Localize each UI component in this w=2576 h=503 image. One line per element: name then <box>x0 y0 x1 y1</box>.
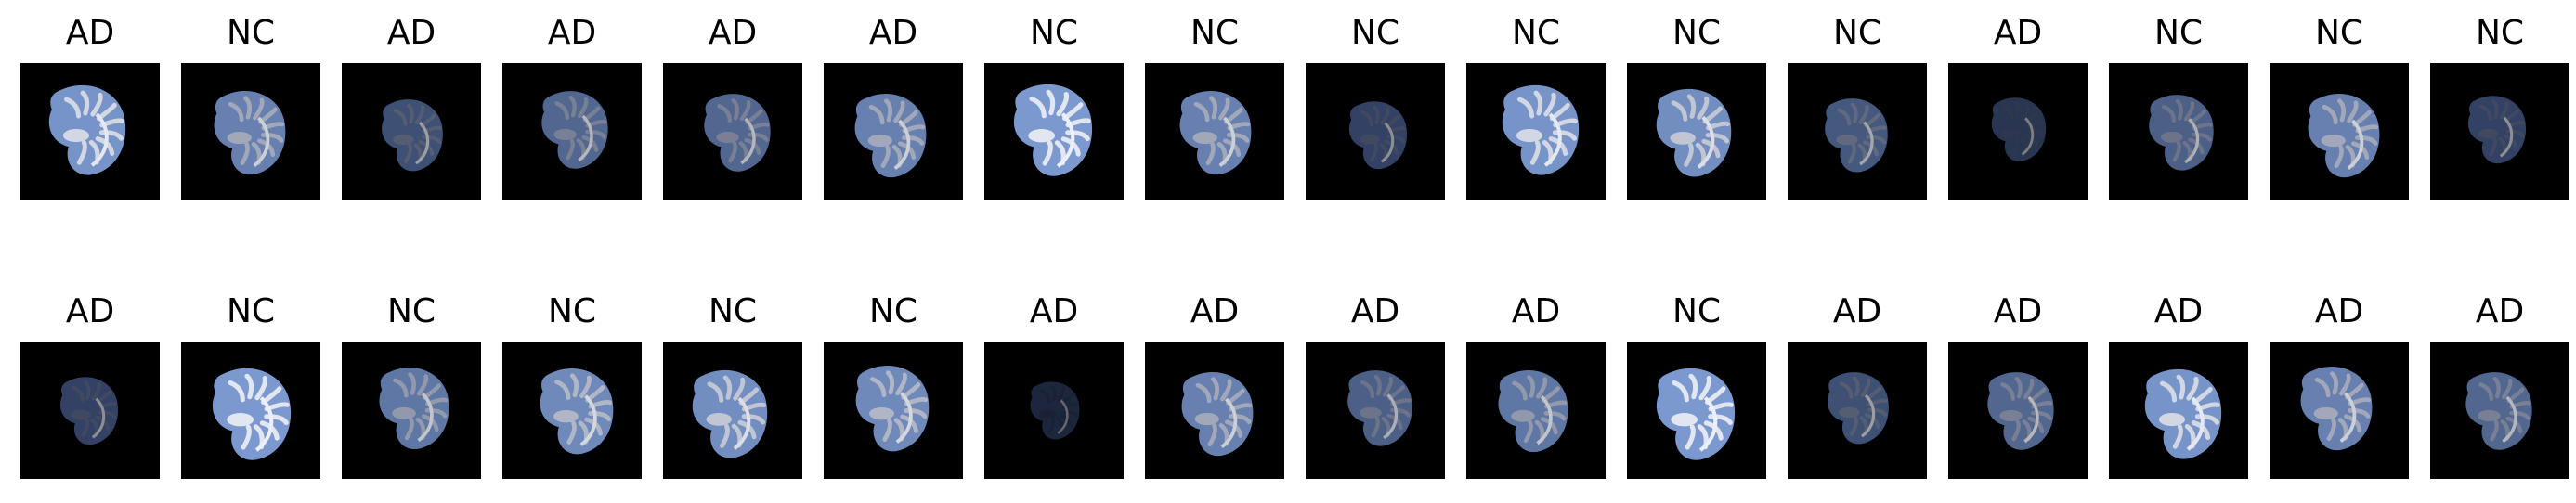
brain-slice <box>2430 342 2569 479</box>
mri-slice-image <box>2270 342 2409 479</box>
slice-label: AD <box>1350 292 1400 330</box>
slice-label: AD <box>868 14 918 52</box>
brain-slice <box>2109 63 2248 200</box>
brain-slice <box>2109 342 2248 479</box>
slice-label: AD <box>386 14 436 52</box>
slice-label: AD <box>1832 292 1882 330</box>
slice-label: NC <box>547 292 597 330</box>
brain-slice <box>984 63 1124 200</box>
mri-slice-image <box>663 342 802 479</box>
mri-slice-image <box>1788 63 1927 200</box>
slice-label: AD <box>2153 292 2204 330</box>
mri-slice-image <box>181 63 320 200</box>
brain-slice <box>984 342 1124 479</box>
brain-slice <box>1627 63 1766 200</box>
mri-slice-image <box>1145 342 1284 479</box>
brain-slice <box>1145 342 1284 479</box>
slice-label: NC <box>868 292 918 330</box>
mri-slice-image <box>1627 63 1766 200</box>
slice-label: AD <box>2314 292 2364 330</box>
brain-slice <box>502 63 642 200</box>
slice-label: AD <box>708 14 758 52</box>
mri-slice-image <box>342 63 481 200</box>
mri-slice-image <box>502 63 642 200</box>
brain-slice <box>663 63 802 200</box>
slice-label: AD <box>1993 14 2043 52</box>
mri-slice-image <box>824 342 963 479</box>
mri-slice-image <box>984 63 1124 200</box>
slice-label: NC <box>1832 14 1882 52</box>
slice-label: NC <box>2314 14 2364 52</box>
mri-slice-image <box>2430 342 2569 479</box>
brain-slice <box>502 342 642 479</box>
mri-slice-image <box>1306 63 1445 200</box>
brain-slice <box>181 342 320 479</box>
mri-slice-image <box>20 342 160 479</box>
slice-label: NC <box>226 14 276 52</box>
slice-label: AD <box>547 14 597 52</box>
brain-slice <box>824 342 963 479</box>
brain-slice <box>1788 63 1927 200</box>
mri-slice-image <box>502 342 642 479</box>
slice-label: NC <box>1511 14 1561 52</box>
brain-slice <box>1948 342 2088 479</box>
brain-slice <box>824 63 963 200</box>
brain-slice <box>342 342 481 479</box>
mri-slice-image <box>2109 342 2248 479</box>
brain-slice <box>20 63 160 200</box>
mri-slice-image <box>1145 63 1284 200</box>
brain-slice <box>2270 63 2409 200</box>
slice-label: NC <box>386 292 436 330</box>
slice-label: AD <box>1511 292 1561 330</box>
mri-slice-image <box>342 342 481 479</box>
brain-slice <box>20 342 160 479</box>
mri-slice-image <box>824 63 963 200</box>
brain-slice <box>1466 63 1606 200</box>
mri-slice-image <box>2109 63 2248 200</box>
brain-slice <box>1948 63 2088 200</box>
brain-slice <box>663 342 802 479</box>
slice-label: NC <box>1029 14 1079 52</box>
brain-slice <box>2430 63 2569 200</box>
brain-slice <box>181 63 320 200</box>
slice-label: AD <box>65 292 115 330</box>
mri-slice-image <box>2270 63 2409 200</box>
slice-label: NC <box>1672 14 1722 52</box>
slice-label: NC <box>2475 14 2525 52</box>
brain-slice <box>1306 342 1445 479</box>
slice-label: NC <box>2153 14 2204 52</box>
slice-label: NC <box>226 292 276 330</box>
slice-label: NC <box>1672 292 1722 330</box>
brain-slice <box>1306 63 1445 200</box>
mri-slice-image <box>1948 342 2088 479</box>
mri-slice-image <box>1788 342 1927 479</box>
brain-slice <box>342 63 481 200</box>
mri-slice-image <box>663 63 802 200</box>
slice-label: AD <box>1993 292 2043 330</box>
brain-slice <box>1627 342 1766 479</box>
brain-slice <box>2270 342 2409 479</box>
slice-label: NC <box>708 292 758 330</box>
brain-slice <box>1466 342 1606 479</box>
mri-slice-image <box>1306 342 1445 479</box>
brain-slice <box>1145 63 1284 200</box>
slice-label: AD <box>1190 292 1240 330</box>
brain-slice <box>1788 342 1927 479</box>
mri-slice-image <box>20 63 160 200</box>
slice-label: AD <box>1029 292 1079 330</box>
mri-slice-image <box>1466 63 1606 200</box>
mri-slice-image <box>1948 63 2088 200</box>
mri-slice-image <box>181 342 320 479</box>
slice-label: NC <box>1190 14 1240 52</box>
slice-label: AD <box>2475 292 2525 330</box>
slice-label: AD <box>65 14 115 52</box>
mri-slice-image <box>1466 342 1606 479</box>
mri-slice-image <box>2430 63 2569 200</box>
mri-slice-image <box>984 342 1124 479</box>
mri-slice-image <box>1627 342 1766 479</box>
slice-label: NC <box>1350 14 1400 52</box>
